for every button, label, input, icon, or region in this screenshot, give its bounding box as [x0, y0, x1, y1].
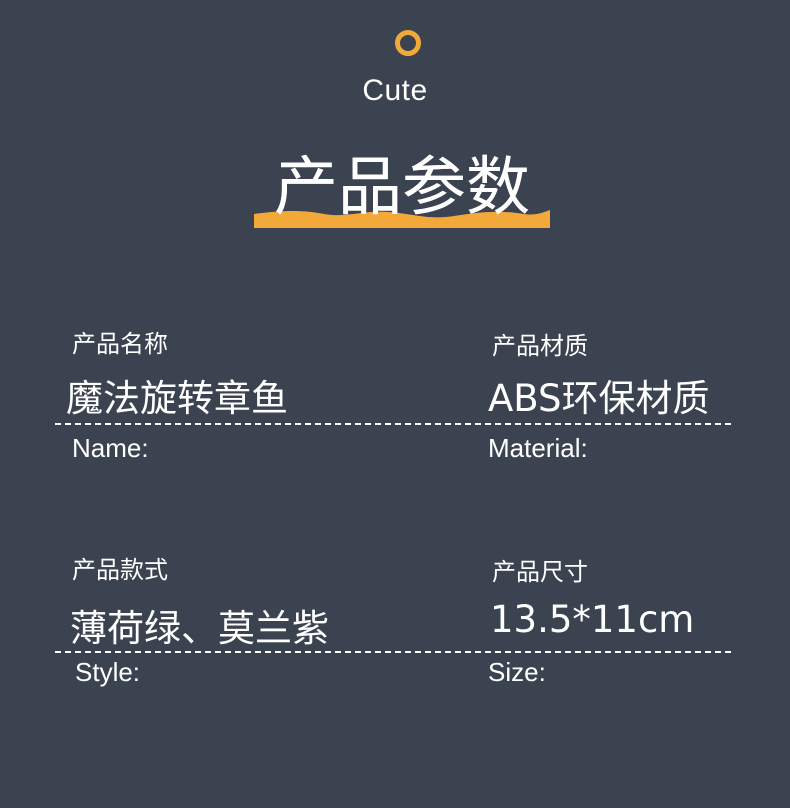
param-name-label-en: Name:: [72, 433, 149, 463]
param-name-label-cn: 产品名称: [72, 330, 168, 358]
param-material-label-en: Material:: [488, 433, 588, 463]
header-tag: Cute: [362, 74, 428, 107]
param-material-value: ABS环保材质: [488, 377, 710, 420]
divider-row-2: [55, 651, 731, 653]
page-title: 产品参数: [274, 151, 530, 225]
param-material-label-cn: 产品材质: [492, 332, 588, 360]
param-style-label-en: Style:: [75, 657, 141, 687]
ring-icon: [395, 30, 421, 56]
divider-row-1: [55, 423, 731, 425]
param-size-label-cn: 产品尺寸: [492, 558, 588, 586]
param-name-value: 魔法旋转章鱼: [66, 377, 288, 420]
param-style-value: 薄荷绿、莫兰紫: [70, 607, 329, 650]
param-style-label-cn: 产品款式: [72, 556, 168, 584]
title-block: 产品参数: [254, 148, 550, 230]
wave-underline: [254, 210, 550, 228]
param-size-label-en: Size:: [488, 657, 546, 687]
param-size-value: 13.5*11cm: [490, 598, 695, 641]
